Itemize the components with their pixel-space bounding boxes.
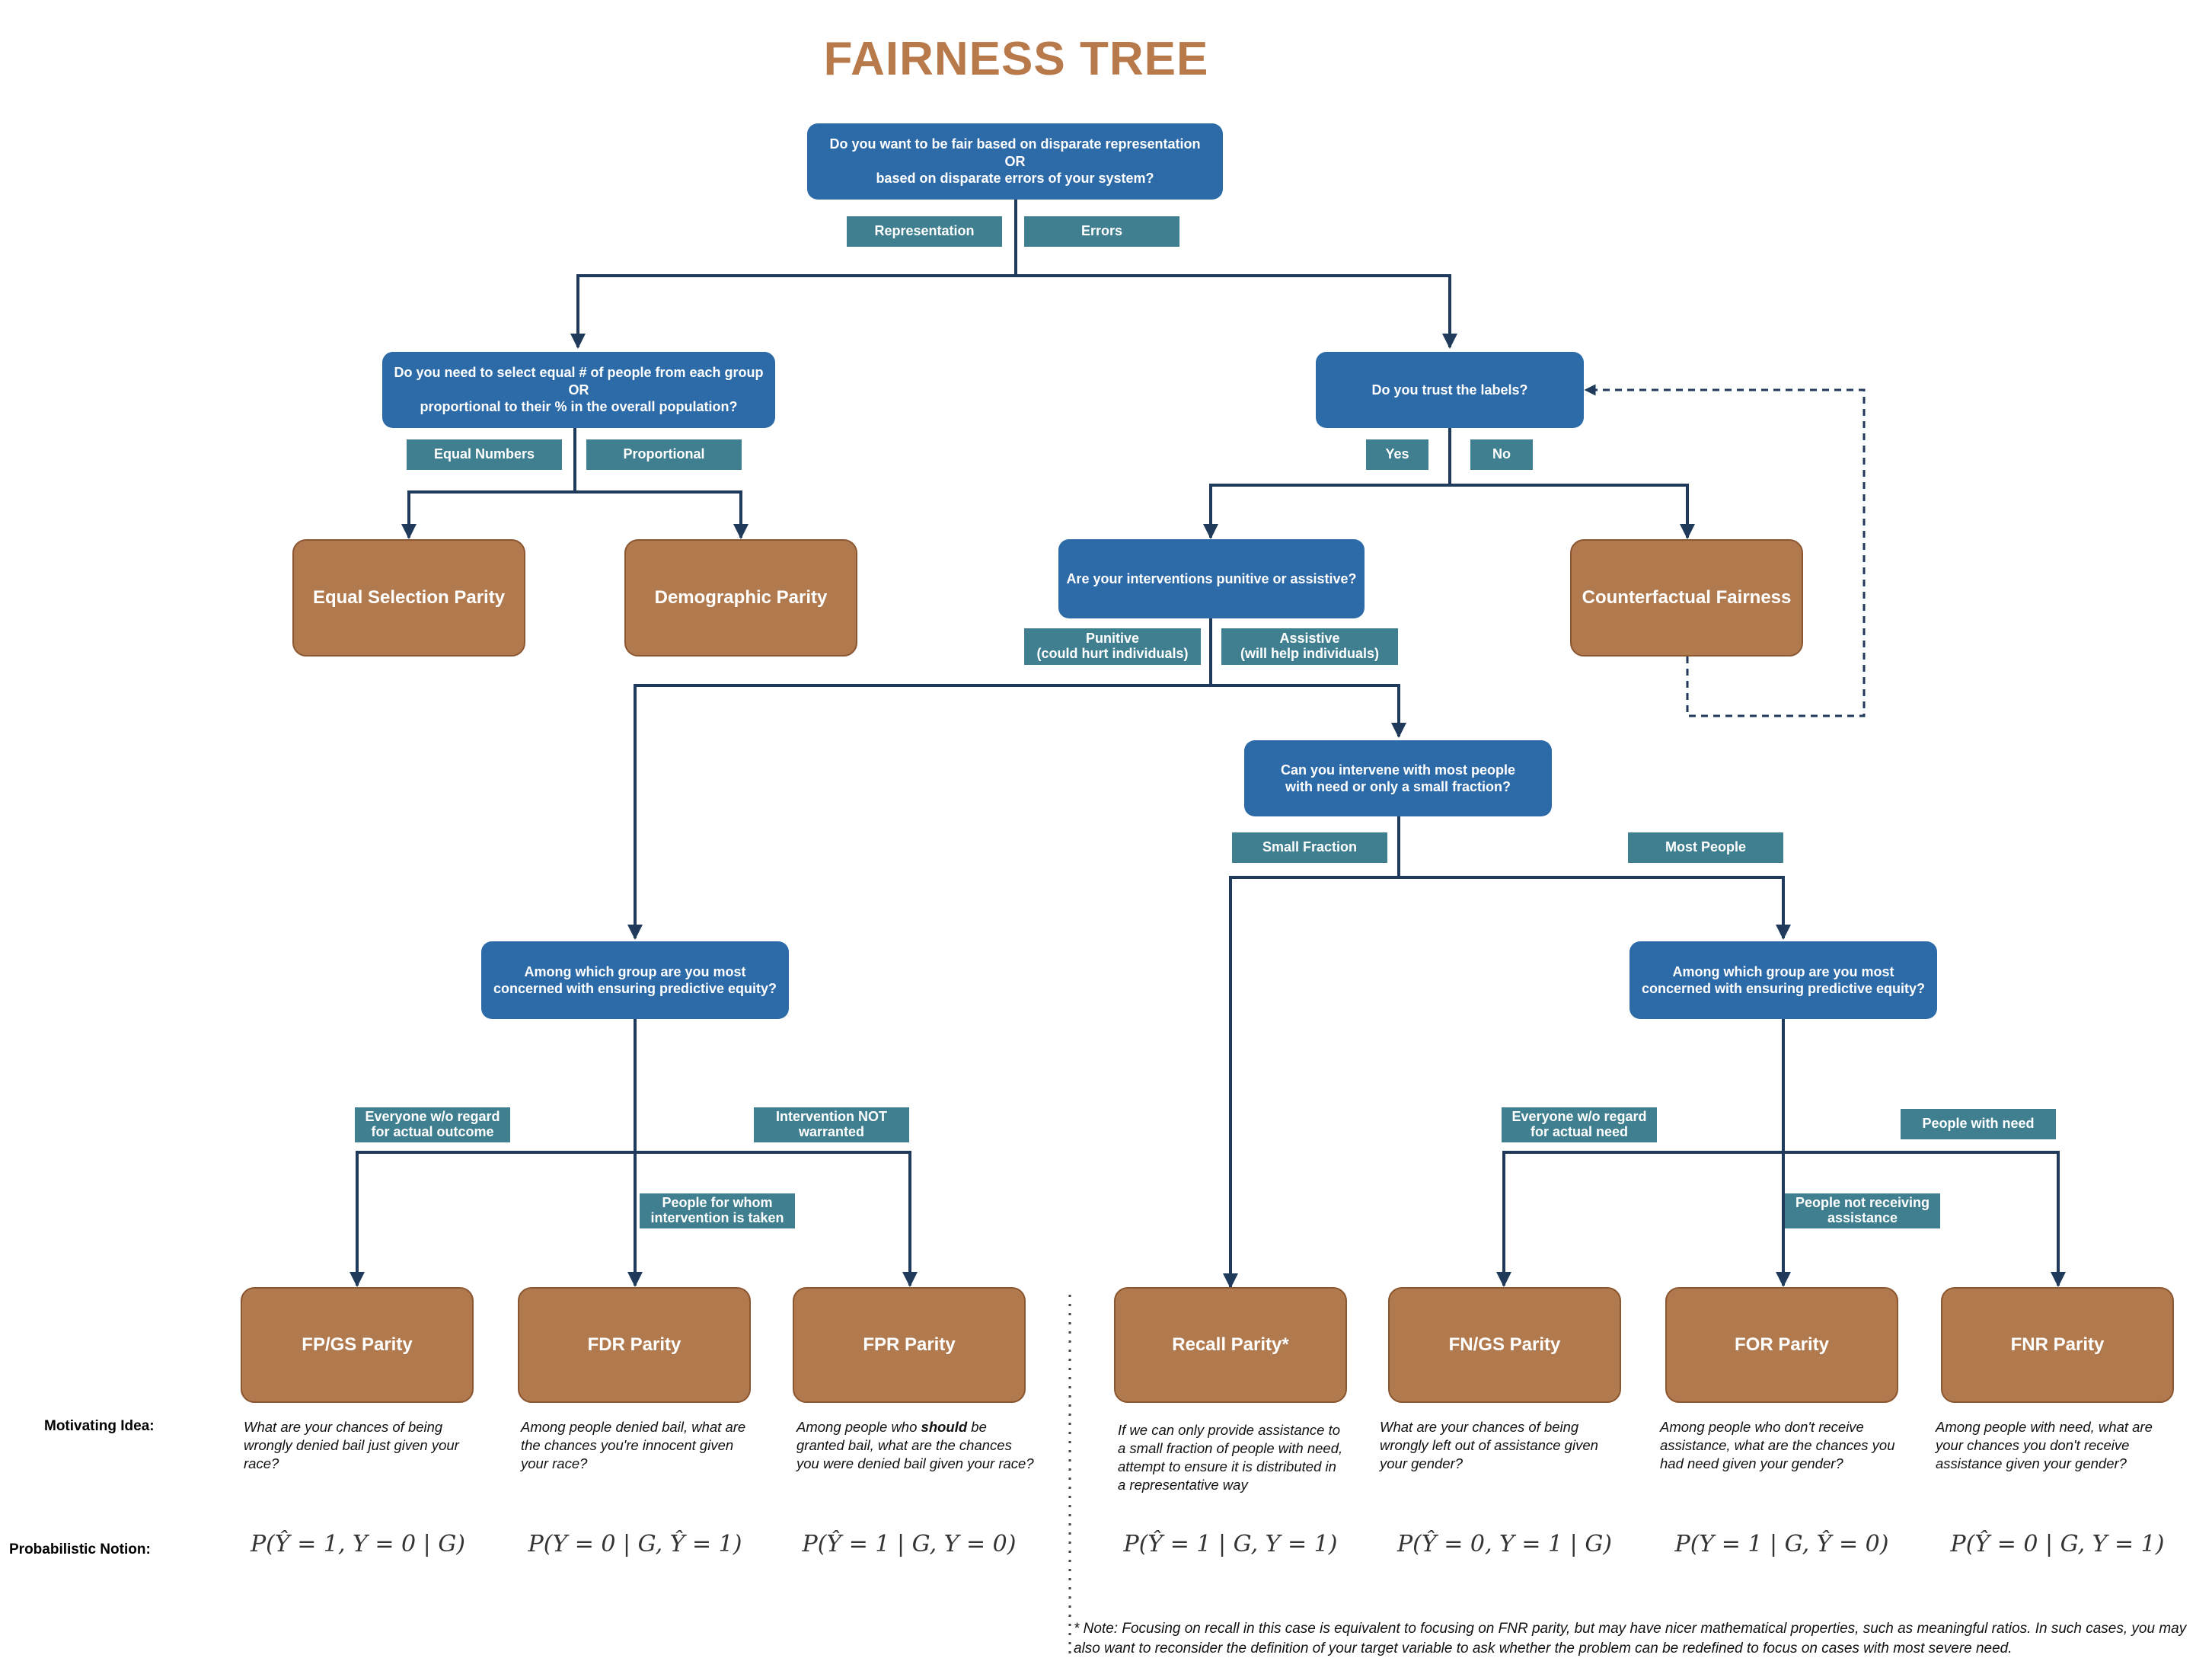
row-label-probabilistic-notion: Probabilistic Notion: [9, 1541, 151, 1557]
idea-for: Among people who don't receive assistanc… [1660, 1419, 1895, 1472]
connector-group-left-to-fpgs [350, 1151, 635, 1287]
tag-intervention-not-warranted: Intervention NOT warranted [754, 1107, 909, 1142]
tag-most-people: Most People [1628, 832, 1783, 863]
outcome-fpr-parity: FPR Parity [793, 1287, 1026, 1403]
outcome-equal-selection-parity: Equal Selection Parity [292, 539, 525, 656]
connector-interventions-to-group-left [627, 618, 1212, 940]
tag-yes: Yes [1366, 439, 1428, 470]
formula-recall: P(Ŷ = 1 | G, Y = 1) [1123, 1531, 1338, 1557]
question-select-equal-or-proportional: Do you need to select equal # of people … [382, 352, 775, 428]
tag-people-with-need: People with need [1901, 1109, 2056, 1139]
question-punitive-or-assistive: Are your interventions punitive or assis… [1058, 539, 1365, 618]
question-root: Do you want to be fair based on disparat… [807, 123, 1223, 200]
connector-group-right-to-fnr [1783, 1151, 2066, 1287]
outcome-fdr-parity: FDR Parity [518, 1287, 751, 1403]
tag-proportional: Proportional [586, 439, 742, 470]
formula-fpr: P(Ŷ = 1 | G, Y = 0) [802, 1531, 1017, 1557]
outcome-fngs-parity: FN/GS Parity [1388, 1287, 1621, 1403]
connector-trust-to-counterfactual [1450, 484, 1695, 539]
row-label-motivating-idea: Motivating Idea: [44, 1418, 155, 1434]
idea-fpr-emphasis: should [921, 1419, 968, 1435]
question-intervene-fraction: Can you intervene with most people with … [1244, 740, 1552, 816]
connector-select-to-demographic [575, 490, 749, 539]
outcome-fpgs-parity: FP/GS Parity [241, 1287, 474, 1403]
outcome-recall-parity: Recall Parity* [1114, 1287, 1347, 1403]
tag-assistive: Assistive (will help individuals) [1221, 628, 1398, 665]
connector-select-to-equal-selection [401, 428, 576, 539]
connector-group-right-to-fngs [1496, 1151, 1783, 1287]
tag-people-intervention-taken: People for whom intervention is taken [640, 1193, 795, 1228]
question-predictive-equity-left: Among which group are you most concerned… [481, 941, 789, 1019]
outcome-demographic-parity: Demographic Parity [624, 539, 857, 656]
connector-fraction-to-group-right [1399, 876, 1791, 940]
tag-everyone-actual-outcome: Everyone w/o regard for actual outcome [355, 1107, 510, 1142]
idea-fpr-pre: Among people who [796, 1419, 921, 1435]
tag-punitive: Punitive (could hurt individuals) [1024, 628, 1201, 665]
idea-fpgs: What are your chances of being wrongly d… [244, 1419, 459, 1472]
outcome-for-parity: FOR Parity [1665, 1287, 1898, 1403]
tag-equal-numbers: Equal Numbers [407, 439, 562, 470]
connector-interventions-to-fraction [1211, 684, 1406, 738]
question-trust-labels: Do you trust the labels? [1316, 352, 1584, 428]
tag-no: No [1470, 439, 1533, 470]
tag-errors: Errors [1024, 216, 1179, 247]
connector-trust-to-interventions [1203, 428, 1451, 539]
tag-everyone-actual-need: Everyone w/o regard for actual need [1502, 1107, 1657, 1142]
idea-fpr: Among people who should be granted bail,… [796, 1418, 1034, 1473]
idea-fpr-post: be granted bail, what are the chances yo… [796, 1419, 1034, 1472]
tag-people-not-receiving-assistance: People not receiving assistance [1785, 1193, 1940, 1228]
formula-fngs: P(Ŷ = 0, Y = 1 | G) [1396, 1531, 1612, 1557]
idea-fnr: Among people with need, what are your ch… [1936, 1419, 2153, 1472]
formula-fpgs: P(Ŷ = 1, Y = 0 | G) [250, 1531, 465, 1557]
question-predictive-equity-right: Among which group are you most concerned… [1629, 941, 1937, 1019]
formula-for: P(Y = 1 | G, Ŷ = 0) [1674, 1531, 1889, 1557]
tag-representation: Representation [847, 216, 1002, 247]
idea-fdr: Among people denied bail, what are the c… [521, 1419, 746, 1472]
connector-fraction-to-recall [1223, 816, 1400, 1289]
formula-fdr: P(Y = 0 | G, Ŷ = 1) [528, 1531, 742, 1557]
tag-small-fraction: Small Fraction [1232, 832, 1387, 863]
connector-root-to-select [570, 200, 1017, 349]
connector-root-to-trust [1016, 274, 1457, 349]
footnote: * Note: Focusing on recall in this case … [1074, 1621, 2187, 1656]
idea-recall: If we can only provide assistance to a s… [1118, 1422, 1343, 1493]
page-title: FAIRNESS TREE [823, 33, 1209, 85]
outcome-counterfactual-fairness: Counterfactual Fairness [1570, 539, 1803, 656]
idea-fngs: What are your chances of being wrongly l… [1380, 1419, 1598, 1472]
connector-counterfactual-loop [1584, 384, 1866, 717]
outcome-fnr-parity: FNR Parity [1941, 1287, 2174, 1403]
formula-fnr: P(Ŷ = 0 | G, Y = 1) [1950, 1531, 2165, 1557]
connector-group-left-to-fpr [635, 1151, 918, 1287]
